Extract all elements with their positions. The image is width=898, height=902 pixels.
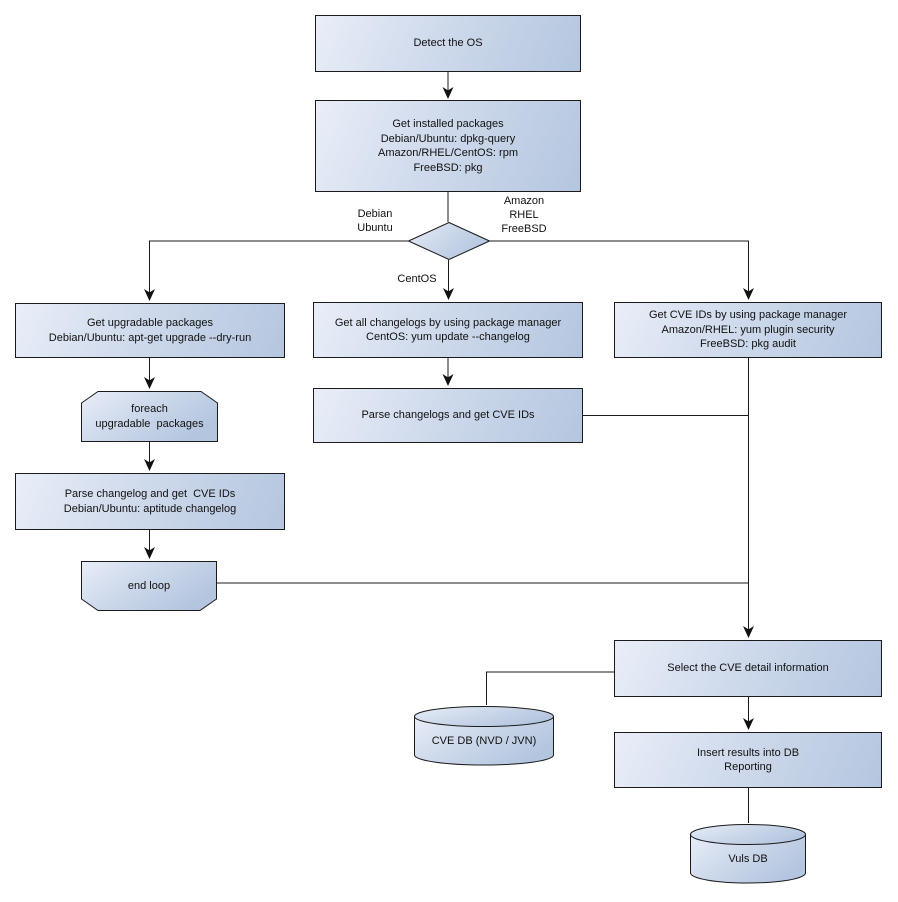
edge-select-to-cvedb — [486, 671, 614, 705]
node-vuls-db: Vuls DB — [690, 824, 806, 886]
edge-decision-to-getcve — [490, 240, 754, 300]
node-insert-results: Insert results into DB Reporting — [614, 732, 882, 788]
node-get-installed-packages: Get installed packages Debian/Ubuntu: dp… — [315, 100, 581, 192]
loop-start-shape — [81, 391, 218, 442]
node-cve-db: CVE DB (NVD / JVN) — [414, 706, 554, 768]
node-insert-results-label: Insert results into DB Reporting — [696, 746, 800, 774]
node-parse-changelog-debian-label: Parse changelog and get CVE IDs Debian/U… — [63, 488, 237, 515]
node-parse-changelogs-label: Parse changelogs and get CVE IDs — [361, 409, 535, 422]
node-cve-db-label: CVE DB (NVD / JVN) — [431, 734, 537, 747]
node-foreach-loop-start-label: foreach upgradable packages — [95, 403, 204, 430]
node-select-cve-detail-label: Select the CVE detail information — [667, 662, 829, 675]
node-end-loop-label: end loop — [127, 579, 171, 592]
node-vuls-db-label: Vuls DB — [728, 852, 768, 865]
node-get-cve-ids-pkg-manager: Get CVE IDs by using package manager Ama… — [614, 302, 882, 358]
diamond-shape — [408, 222, 490, 260]
node-parse-changelogs: Parse changelogs and get CVE IDs — [313, 388, 583, 443]
node-select-cve-detail: Select the CVE detail information — [614, 640, 882, 697]
node-get-cve-ids-pkg-manager-label: Get CVE IDs by using package manager Ama… — [648, 309, 848, 351]
node-detect-os-label: Detect the OS — [413, 37, 483, 50]
node-parse-changelog-debian: Parse changelog and get CVE IDs Debian/U… — [15, 473, 285, 530]
node-get-all-changelogs-label: Get all changelogs by using package mana… — [334, 316, 562, 344]
node-get-upgradable-packages: Get upgradable packages Debian/Ubuntu: a… — [15, 303, 285, 358]
edge-label-amazon-rhel-freebsd: Amazon RHEL FreeBSD — [501, 195, 547, 235]
loop-end-shape — [81, 561, 217, 611]
edge-decision-to-upgradable — [144, 240, 408, 301]
node-get-installed-packages-label: Get installed packages Debian/Ubuntu: dp… — [378, 118, 518, 174]
node-get-all-changelogs: Get all changelogs by using package mana… — [313, 302, 583, 358]
edge-label-centos: CentOS — [397, 273, 437, 285]
database-cylinder-shape — [414, 706, 554, 766]
database-cylinder-shape — [690, 824, 806, 884]
node-foreach-loop-start: foreach upgradable packages — [81, 391, 218, 442]
node-end-loop: end loop — [81, 561, 217, 611]
edge-label-debian-ubuntu: Debian Ubuntu — [357, 208, 393, 234]
node-os-decision-diamond — [408, 222, 490, 260]
node-detect-os: Detect the OS — [315, 15, 581, 72]
node-get-upgradable-packages-label: Get upgradable packages Debian/Ubuntu: a… — [48, 317, 252, 344]
